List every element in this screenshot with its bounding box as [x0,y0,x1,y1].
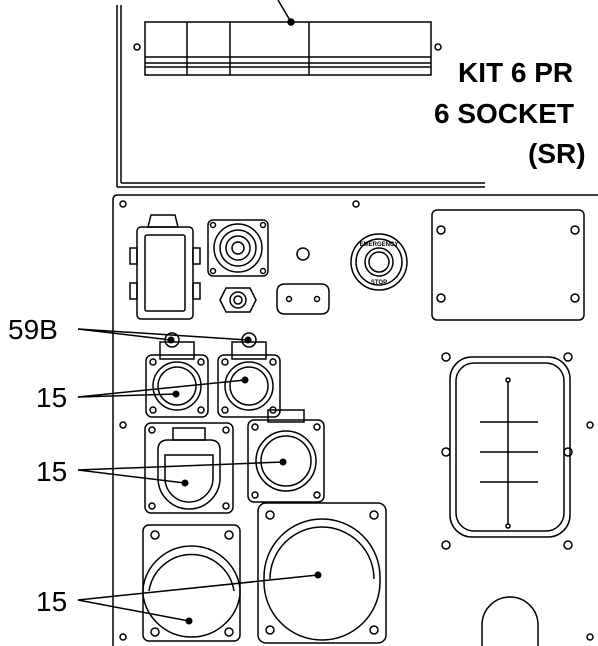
leader-lines [77,328,319,622]
cable-gland [207,219,269,277]
title-line-1: KIT 6 PR [458,57,573,88]
main-panel-plate [112,194,598,646]
indicator-hole [296,247,310,261]
socket-5 [142,524,241,642]
estop-label-bottom: STOP [371,280,387,286]
estop-label-top: EMERGENCY [360,242,399,248]
title-line-3: (SR) [528,138,586,169]
callout-15-row3: 15 [36,586,67,617]
title-line-2: 6 SOCKET [434,98,574,129]
callout-15-row1: 15 [36,382,67,413]
socket-1 [145,332,209,418]
flange-fitting [219,287,257,313]
gauge-window [441,352,573,550]
callout-15-row2: 15 [36,456,67,487]
socket-4 [247,409,325,503]
breaker-strip [133,0,442,76]
multipin-connector [129,214,201,320]
leader-dots [167,336,322,625]
emergency-stop-button [350,233,408,291]
oval-plate [276,283,330,315]
callout-59b: 59B [8,314,58,345]
upper-cabinet [116,5,485,188]
socket-2 [217,332,281,418]
socket-3 [144,422,234,514]
cover-plate [431,209,585,321]
socket-6 [257,502,387,644]
